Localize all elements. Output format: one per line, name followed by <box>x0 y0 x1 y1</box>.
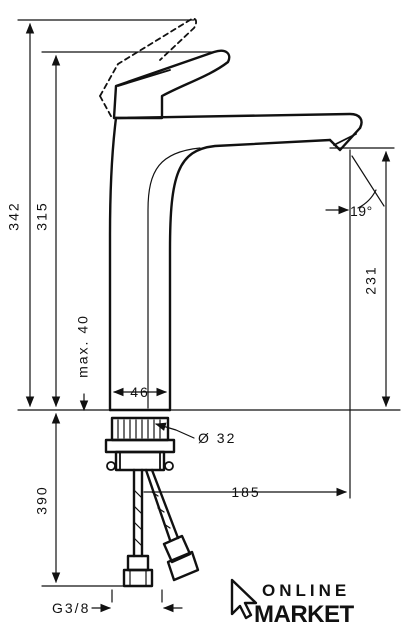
dim-hole-diameter: Ø 32 <box>198 430 236 446</box>
dim-hose-length: 390 <box>34 485 50 514</box>
mounting-thread <box>104 416 176 472</box>
dim-connection: G3/8 <box>52 600 90 616</box>
dim-spout-reach-height: 231 <box>363 265 379 294</box>
dim-body-width: 46 <box>130 384 150 400</box>
dim-projection: 185 <box>231 484 260 500</box>
dimension-labels: 342 315 max. 40 231 46 Ø 32 185 390 G3/8… <box>6 201 379 616</box>
dim-max-deck: max. 40 <box>75 314 91 378</box>
supply-hoses <box>122 468 200 588</box>
logo-line-market: MARKET <box>254 601 354 628</box>
cursor-arrow-icon <box>230 578 258 620</box>
online-market-logo: ONLINE MARKET <box>230 578 355 628</box>
dim-overall-height: 342 <box>6 201 22 230</box>
logo-line-online: ONLINE <box>262 581 350 600</box>
lever-handle <box>112 49 231 120</box>
faucet-body <box>108 112 363 412</box>
dim-spout-height: 315 <box>34 201 50 230</box>
dim-angle: 19° <box>350 203 373 219</box>
dimension-lines <box>17 19 401 613</box>
